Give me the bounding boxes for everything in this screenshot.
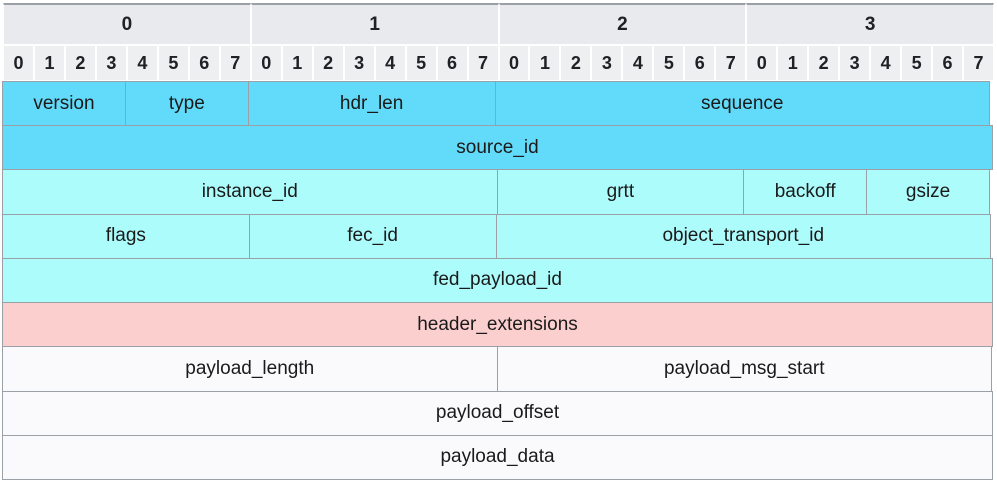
bit-offset-20: 4 [622, 46, 654, 80]
bit-offset-29: 5 [901, 46, 933, 80]
field-gsize: gsize [866, 169, 990, 215]
bit-offset-19: 3 [591, 46, 623, 80]
field-grtt: grtt [496, 169, 745, 215]
field-payload-msg-start: payload_msg_start [496, 346, 992, 392]
bit-offset-16: 0 [498, 46, 530, 80]
field-hdr-len: hdr_len [247, 81, 496, 127]
bit-offset-4: 4 [126, 46, 158, 80]
bit-offset-7: 7 [219, 46, 251, 80]
packet-row: header_extensions [2, 302, 994, 348]
field-version: version [2, 81, 126, 127]
bit-offset-15: 7 [467, 46, 499, 80]
bit-offset-22: 6 [684, 46, 716, 80]
bit-offset-28: 4 [870, 46, 902, 80]
byte-offset-0: 0 [3, 3, 251, 44]
bit-offset-25: 1 [777, 46, 809, 80]
field-source-id: source_id [2, 125, 993, 171]
bit-offset-14: 6 [436, 46, 468, 80]
field-backoff: backoff [743, 169, 868, 215]
field-fed-payload-id: fed_payload_id [2, 257, 993, 304]
packet-row: source_id [2, 125, 994, 171]
field-header-extensions: header_extensions [2, 302, 993, 348]
field-payload-length: payload_length [2, 346, 498, 392]
bit-offset-12: 4 [374, 46, 406, 80]
field-payload-data: payload_data [2, 434, 993, 480]
bit-offset-6: 6 [188, 46, 220, 80]
bit-offset-1: 1 [33, 46, 65, 80]
packet-row: payload_offset [2, 390, 994, 436]
bit-offset-8: 0 [250, 46, 282, 80]
bit-offset-13: 5 [405, 46, 437, 80]
byte-offset-1: 1 [250, 3, 499, 44]
bit-offset-31: 7 [963, 46, 994, 80]
bit-offset-23: 7 [715, 46, 747, 80]
bit-offset-24: 0 [746, 46, 778, 80]
bit-offset-2: 2 [64, 46, 96, 80]
bit-offset-27: 3 [839, 46, 871, 80]
packet-row: payload_data [2, 434, 994, 480]
bit-offset-18: 2 [560, 46, 592, 80]
field-object-transport-id: object_transport_id [495, 213, 991, 259]
byte-offset-2: 2 [498, 3, 747, 44]
byte-offset-3: 3 [746, 3, 994, 44]
bit-offset-3: 3 [95, 46, 127, 80]
field-sequence: sequence [494, 81, 990, 127]
field-type: type [124, 81, 249, 127]
bit-offset-0: 0 [3, 46, 34, 80]
field-instance-id: instance_id [2, 169, 498, 215]
bit-offset-9: 1 [281, 46, 313, 80]
bit-offset-5: 5 [157, 46, 189, 80]
bit-offset-30: 6 [932, 46, 964, 80]
packet-row: fed_payload_id [2, 257, 994, 304]
bit-offset-17: 1 [529, 46, 561, 80]
bit-offset-10: 2 [312, 46, 344, 80]
bit-offset-11: 3 [343, 46, 375, 80]
bit-offset-21: 5 [653, 46, 685, 80]
field-payload-offset: payload_offset [2, 390, 993, 436]
field-flags: flags [2, 213, 250, 259]
field-fec-id: fec_id [248, 213, 497, 259]
bit-offset-26: 2 [808, 46, 840, 80]
